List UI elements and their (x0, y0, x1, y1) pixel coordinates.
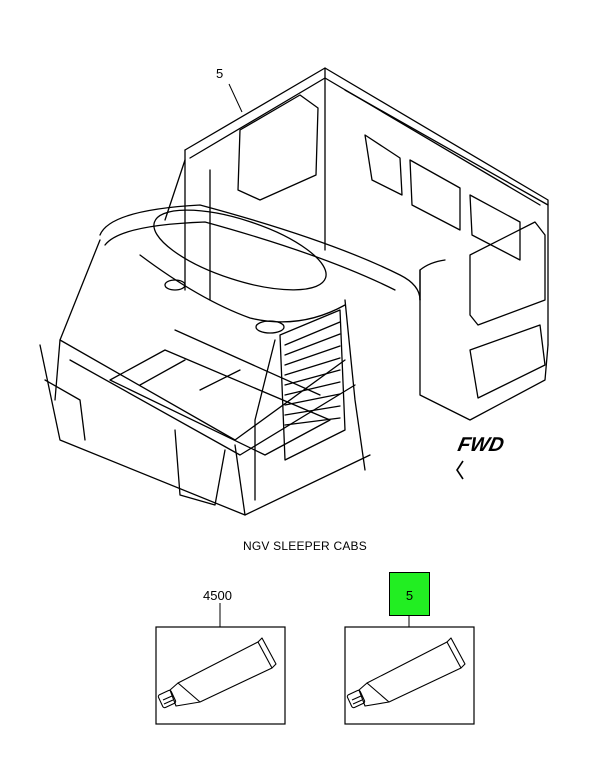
callout-5-highlight[interactable]: 5 (389, 572, 430, 616)
callout-top: 5 (216, 66, 224, 81)
callout-5: 5 (405, 588, 414, 603)
callout-4500: 4500 (203, 588, 232, 603)
sealant-tube-icon (157, 637, 277, 709)
fwd-label: FWD (455, 434, 506, 456)
cab-illustration (39, 67, 549, 516)
fwd-arrow-icon (456, 460, 464, 480)
callout-top-leader (228, 83, 243, 113)
part-box-4500 (155, 626, 286, 725)
section-title: NGV SLEEPER CABS (243, 539, 367, 553)
sealant-tube-icon (346, 637, 466, 709)
part-box-5 (344, 626, 475, 725)
